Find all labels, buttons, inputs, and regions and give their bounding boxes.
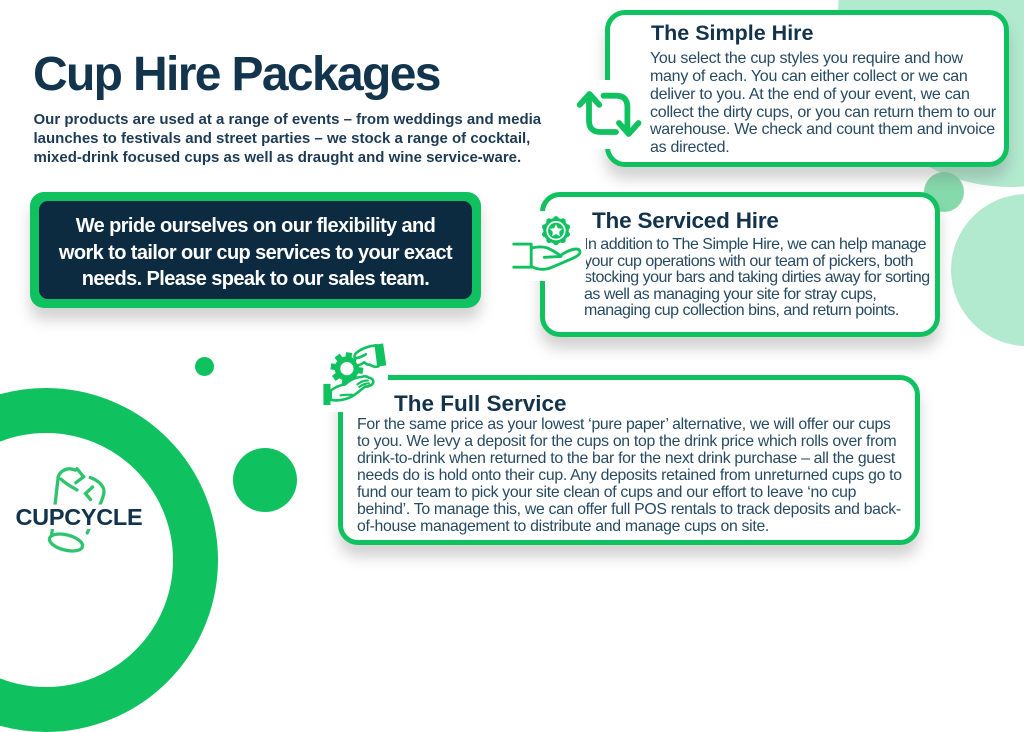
- svg-text:CUPCYCLE: CUPCYCLE: [16, 504, 143, 530]
